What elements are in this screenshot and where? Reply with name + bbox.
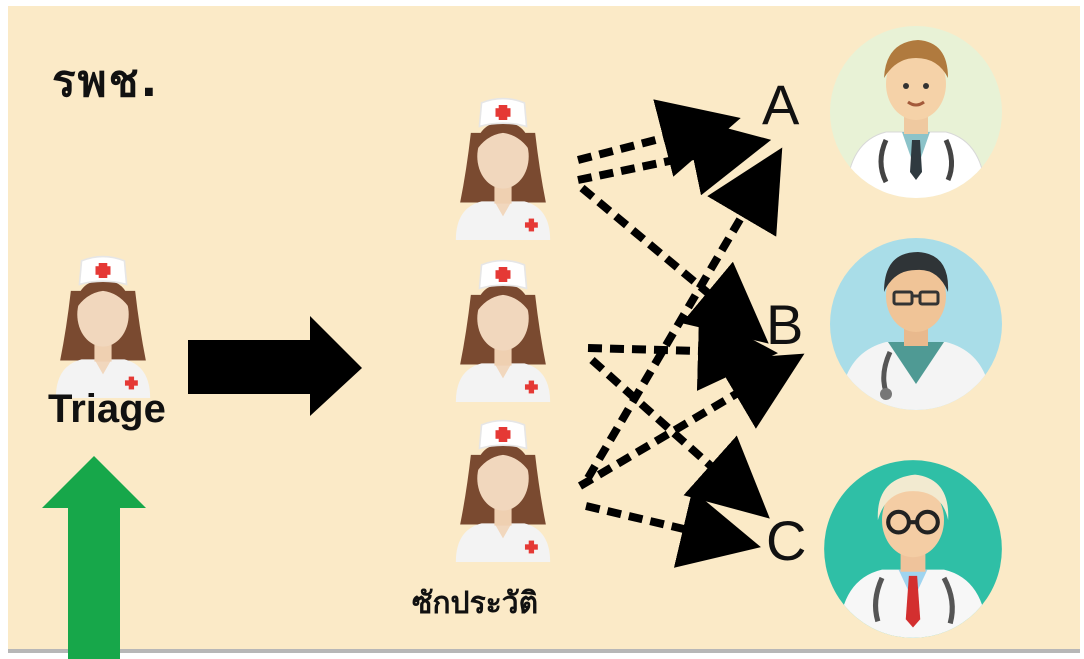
route-n1-a: [577, 116, 772, 196]
route-n1-b: [579, 184, 769, 344]
route-n2-c: [589, 357, 770, 519]
route-n3-a: [584, 147, 783, 481]
bottom-divider: [8, 649, 1080, 653]
route-n1-a-top: [577, 99, 741, 177]
flow-arrow: [188, 316, 362, 416]
doctor-b-avatar: [830, 238, 1002, 410]
route-n2-b: [587, 310, 778, 391]
doctor-c-avatar: [824, 460, 1002, 638]
triage-label: Triage: [48, 387, 166, 431]
doctor-c-label: C: [766, 509, 807, 572]
page-title: รพช.: [52, 56, 160, 107]
doctor-a-label: A: [762, 73, 800, 136]
arrival-arrow: [42, 456, 146, 659]
doctor-a-avatar: [830, 26, 1002, 198]
route-n3-c: [585, 489, 761, 568]
history-taking-label: ซักประวัติ: [412, 586, 539, 621]
route-n3-b: [577, 353, 805, 490]
doctor-b-label: B: [766, 293, 804, 356]
